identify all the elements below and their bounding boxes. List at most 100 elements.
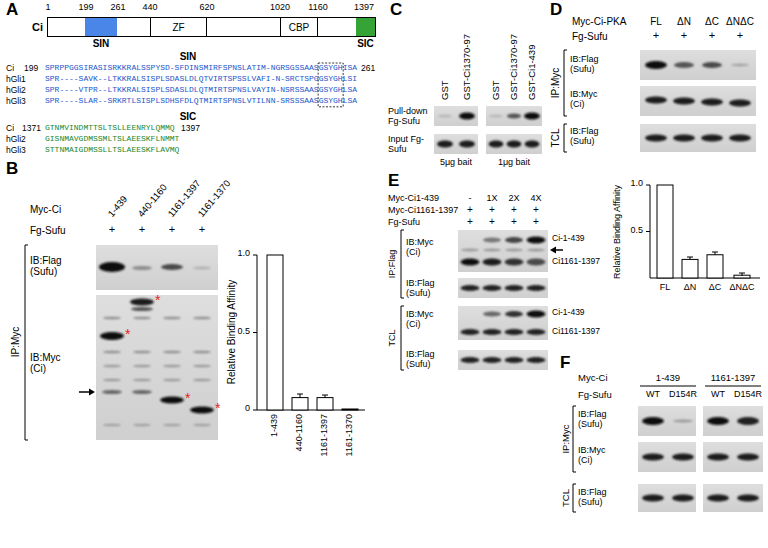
axis-category: 1-439 <box>270 414 280 437</box>
plus-sign: + <box>489 216 495 227</box>
plus-sign: + <box>109 223 115 235</box>
residue-number: 199 <box>24 64 38 73</box>
plus-sign: + <box>653 29 659 41</box>
western-blot <box>79 391 90 393</box>
construct-label: Myc-Ci-PKA <box>572 16 626 27</box>
western-blot <box>638 484 696 512</box>
construct-label: 4X <box>530 194 541 204</box>
western-blot <box>79 245 218 440</box>
bait-amount: 5μg bait <box>440 158 472 168</box>
panel-letter: D <box>550 1 562 20</box>
western-blot <box>737 495 759 502</box>
protein-name: Ci <box>32 21 43 33</box>
western-blot <box>703 442 763 472</box>
blot-label: IB:Myc (Ci) <box>406 310 448 330</box>
domain-box: SIC <box>356 18 375 36</box>
western-blot <box>163 424 181 427</box>
plus-sign: + <box>681 29 687 41</box>
western-blot <box>489 141 504 148</box>
construct-label: 1-439 <box>106 194 130 219</box>
lane-label: GST-Ci1-439 <box>527 45 537 100</box>
plus-sign: + <box>709 29 715 41</box>
western-blot <box>729 135 751 142</box>
bar-chart <box>650 185 760 278</box>
ip-label: TCL <box>550 129 561 148</box>
western-blot <box>96 245 218 290</box>
blot-label: IB:Flag (Sufu) <box>406 350 448 370</box>
construct-label: ΔC <box>705 16 719 27</box>
western-blot <box>103 424 121 427</box>
bar-chart <box>317 398 333 410</box>
sequence: STTNMAIGDMSSLLTSLAEESKFLAVMQ <box>45 146 179 155</box>
band-label: Ci-1-439 <box>552 308 585 317</box>
blot-label: IB:Flag (Sufu) <box>570 127 612 147</box>
protein-bar: CiSINZFCBPSIC <box>47 17 376 37</box>
western-blot <box>133 424 151 427</box>
axis-title: Relative Binding Affinity <box>613 185 623 279</box>
species-name: hGli2 <box>6 135 26 144</box>
western-blot <box>103 365 121 368</box>
bar-chart <box>657 185 673 278</box>
domain-box: SIN <box>85 18 117 36</box>
western-blot <box>527 237 546 244</box>
western-blot <box>527 285 546 291</box>
reagent-label: Fg-Sufu <box>578 390 612 400</box>
western-blot <box>527 357 546 363</box>
western-blot <box>193 424 211 427</box>
western-blot <box>642 417 664 425</box>
western-blot <box>555 249 563 251</box>
ip-label: IP:Flag <box>388 250 398 279</box>
western-blot <box>640 86 756 116</box>
western-blot <box>190 407 214 414</box>
western-blot <box>507 141 522 148</box>
lane-label: GST-Ci1370-97 <box>462 34 472 100</box>
sequence: SPR----SLAR--SRKRTLSISPLSDHSFDLQTMIRTSPN… <box>45 97 357 106</box>
western-blot <box>483 259 502 266</box>
bar-chart <box>682 259 698 278</box>
western-blot <box>99 262 211 272</box>
reagent-label: Fg-Sufu <box>388 218 420 228</box>
variant-label: WT <box>711 390 725 400</box>
blot-label: Pull-down Fg-Sufu <box>388 107 432 127</box>
lane-label: GST-Ci1370-97 <box>509 34 519 100</box>
residue-number: 440 <box>142 3 157 13</box>
western-blot <box>133 351 151 354</box>
western-blot <box>673 420 693 423</box>
western-blot <box>96 295 218 440</box>
plus-sign: + <box>467 204 473 215</box>
construct-label: 2X <box>508 194 519 204</box>
sequence: SPR----SAVK--LTKKRALSISPLSDASLDLQTVIRTSP… <box>45 75 357 84</box>
western-blot <box>133 379 151 382</box>
axis-tick: 1.0 <box>237 249 250 259</box>
residue-number: 1397 <box>181 124 200 133</box>
construct-label: Myc-Ci <box>578 373 608 383</box>
western-blot <box>483 285 502 291</box>
blot-label: IB:Flag (Sufu) <box>578 488 620 508</box>
plus-sign: + <box>737 29 743 41</box>
western-blot <box>486 134 542 154</box>
bar-chart <box>707 255 723 278</box>
sequence: GTNMVINDMTTSLTSLLEENRYLQMMQ <box>45 124 175 133</box>
western-blot <box>640 50 756 152</box>
western-blot <box>193 365 211 368</box>
western-blot <box>550 247 556 254</box>
residue-number: 1397 <box>354 3 374 13</box>
panel-letter: B <box>6 160 18 179</box>
construct-label: FL <box>650 16 662 27</box>
axis-category: 1161-1370 <box>345 414 355 456</box>
plus-sign: + <box>199 223 205 235</box>
western-blot <box>103 379 121 382</box>
motif-heading: SIN <box>180 51 197 62</box>
variant-label: D154R <box>669 390 697 400</box>
motif-heading: SIC <box>180 111 197 122</box>
panel-letter: A <box>6 1 18 20</box>
western-blot <box>505 249 523 252</box>
western-blot <box>483 249 501 252</box>
axis-category: 1161-1397 <box>320 414 330 456</box>
western-blot <box>89 389 95 396</box>
western-blot <box>131 307 153 311</box>
panel-letter: C <box>390 1 402 20</box>
domain-segment: CBP <box>280 18 318 36</box>
axis-category: ΔN <box>684 283 697 293</box>
species-name: hGli2 <box>6 86 26 95</box>
